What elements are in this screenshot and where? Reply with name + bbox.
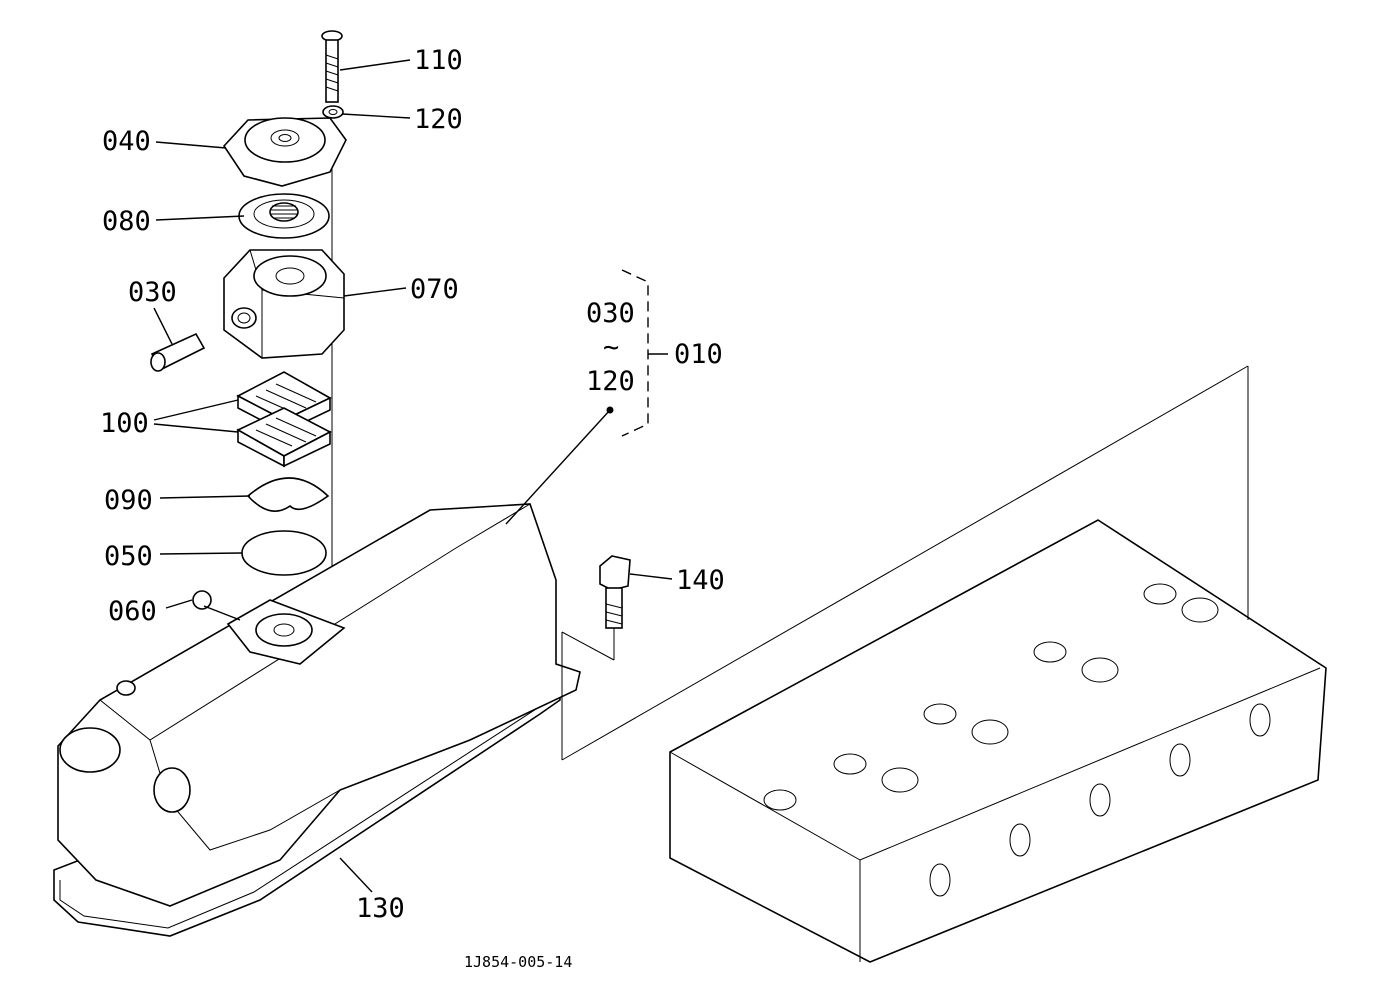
label-130: 130: [356, 893, 405, 924]
part-040-cover: [222, 117, 347, 187]
part-090-disc: [246, 477, 330, 512]
part-030-nipple: [150, 332, 206, 372]
label-060: 060: [108, 596, 157, 627]
assembly-bracket: [621, 269, 668, 437]
label-050: 050: [104, 541, 153, 572]
label-110: 110: [414, 45, 463, 76]
leader-lines: [153, 59, 1249, 893]
label-040: 040: [102, 126, 151, 157]
label-120: 120: [414, 104, 463, 135]
range-label-tilde: ~: [603, 332, 620, 363]
part-cylinder-head: [669, 519, 1327, 963]
label-030: 030: [128, 277, 177, 308]
part-060-plug: [192, 590, 212, 610]
part-head-cover: [53, 503, 581, 937]
part-100-filter-elements: [236, 371, 332, 468]
range-label-to: 120: [586, 366, 635, 397]
part-140-bolt: [599, 555, 631, 629]
part-070-housing: [223, 249, 345, 359]
label-070: 070: [410, 274, 459, 305]
drawing-code: 1J854-005-14: [464, 953, 573, 971]
part-080-diaphragm: [238, 193, 330, 239]
part-110-screw: [321, 30, 343, 103]
label-090: 090: [104, 485, 153, 516]
label-140: 140: [676, 565, 725, 596]
range-label-from: 030: [586, 298, 635, 329]
label-010-assembly: 010: [674, 339, 723, 370]
label-080: 080: [102, 206, 151, 237]
part-120-washer: [322, 105, 344, 119]
label-100: 100: [100, 408, 149, 439]
part-050-o-ring: [241, 530, 327, 576]
